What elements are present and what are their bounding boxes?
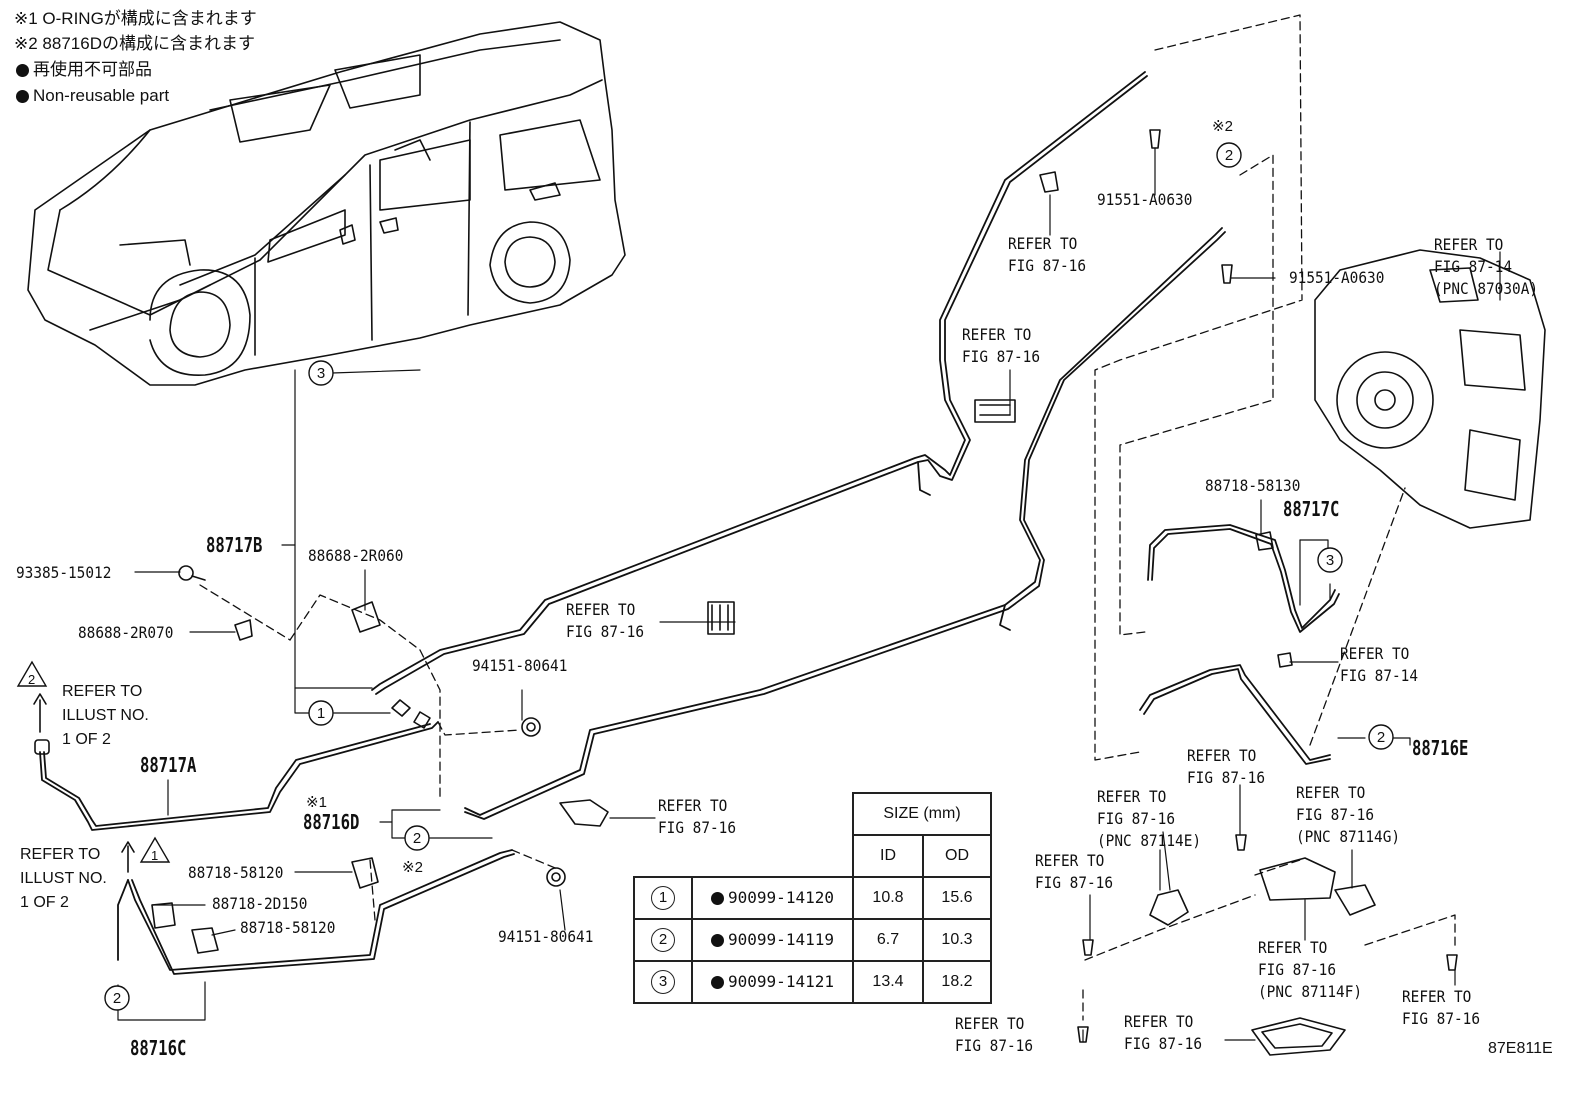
part-88718-58120-lower[interactable]: 88718-58120 [240, 918, 336, 937]
part-88688-2r060[interactable]: 88688-2R060 [308, 546, 404, 565]
row-part[interactable]: 90099-14121 [691, 960, 854, 1004]
callout-2-upper-right: 2 [1225, 147, 1233, 164]
part-88718-2d150[interactable]: 88718-2D150 [212, 894, 308, 913]
part-94151-80641-upper[interactable]: 94151-80641 [472, 656, 568, 675]
callout-3-top: 3 [317, 365, 325, 382]
part-88718-58130[interactable]: 88718-58130 [1205, 476, 1301, 495]
legend-en: Non-reusable part [16, 83, 169, 108]
non-reusable-icon [711, 892, 725, 906]
refer-fig-87-14-heater[interactable]: REFER TO FIG 87-14 (PNC 87030A) [1434, 235, 1539, 298]
refer-fig-87-16-bolt[interactable]: REFER TO FIG 87-16 [1187, 746, 1266, 787]
row-number: 2 [651, 928, 675, 952]
marker-ref1: ※1 [306, 794, 327, 811]
refer-fig-87-16-right-bolt[interactable]: REFER TO FIG 87-16 [1402, 987, 1481, 1028]
triangle-marker-1: 1 [151, 848, 158, 863]
table-row: 3 90099-14121 13.4 18.2 [633, 960, 992, 1004]
row-id: 10.8 [852, 876, 924, 920]
circle-callouts [104, 142, 1394, 1011]
part-91551-a0630-lower[interactable]: 91551-A0630 [1289, 268, 1385, 287]
callout-1: 1 [317, 705, 325, 722]
row-od: 10.3 [922, 918, 992, 962]
part-88716c[interactable]: 88716C [130, 1036, 187, 1060]
leader-lines [117, 147, 1501, 1043]
row-number: 3 [651, 970, 675, 994]
oring-size-table: SIZE (mm) ID OD 1 90099-14120 10.8 15.6 … [633, 792, 992, 1004]
refer-fig-87-16-seal[interactable]: REFER TO FIG 87-16 [1124, 1012, 1203, 1053]
refer-fig-87-14-bolt[interactable]: REFER TO FIG 87-14 [1340, 644, 1419, 685]
refer-fig-87-16-left-bolt[interactable]: REFER TO FIG 87-16 [1035, 851, 1114, 892]
triangle-markers [16, 660, 171, 863]
callout-2-center: 2 [413, 830, 421, 847]
bullet-icon [16, 64, 29, 78]
size-table-header: SIZE (mm) [852, 792, 992, 836]
part-88717a[interactable]: 88717A [140, 753, 197, 777]
row-number: 1 [651, 886, 675, 910]
part-88718-58120-upper[interactable]: 88718-58120 [188, 863, 284, 882]
row-od: 15.6 [922, 876, 992, 920]
marker-ref2-center: ※2 [402, 859, 423, 876]
refer-fig-87-16-87114g[interactable]: REFER TO FIG 87-16 (PNC 87114G) [1296, 783, 1401, 846]
marker-ref2-upper-right: ※2 [1212, 118, 1233, 135]
callout-2-right: 2 [1377, 729, 1385, 746]
size-table-col-od: OD [922, 834, 992, 878]
non-reusable-icon [711, 976, 725, 990]
refer-fig-87-16-mid[interactable]: REFER TO FIG 87-16 [566, 600, 645, 641]
refer-fig-87-16-87114f[interactable]: REFER TO FIG 87-16 (PNC 87114F) [1258, 938, 1363, 1001]
refer-fig-87-16-top[interactable]: REFER TO FIG 87-16 [1008, 234, 1087, 275]
note-oring: ※1 O-RINGが構成に含まれます [14, 9, 257, 28]
part-88716d[interactable]: 88716D [303, 810, 360, 834]
size-table-col-id: ID [852, 834, 924, 878]
illustration-id: 87E811E [1488, 1040, 1553, 1057]
table-row: 1 90099-14120 10.8 15.6 [633, 876, 992, 920]
refer-fig-87-16-bottom-bolt[interactable]: REFER TO FIG 87-16 [955, 1014, 1034, 1055]
refer-fig-87-16-lower-clip[interactable]: REFER TO FIG 87-16 [658, 796, 737, 837]
part-88717c[interactable]: 88717C [1283, 497, 1340, 521]
legend-jp: 再使用不可部品 [16, 57, 152, 82]
callout-3-right: 3 [1326, 552, 1334, 569]
pipes [39, 71, 1340, 975]
dashed-lines [199, 14, 1456, 1021]
non-reusable-icon [711, 934, 725, 948]
table-row: 2 90099-14119 6.7 10.3 [633, 918, 992, 962]
bullet-icon [16, 90, 29, 104]
refer-illust-bottom[interactable]: REFER TO ILLUST NO. 1 OF 2 [20, 846, 107, 911]
part-88716e[interactable]: 88716E [1412, 736, 1469, 760]
part-94151-80641-lower[interactable]: 94151-80641 [498, 927, 594, 946]
note-88716d: ※2 88716Dの構成に含まれます [14, 34, 255, 53]
part-88717b[interactable]: 88717B [206, 533, 263, 557]
refer-illust-top[interactable]: REFER TO ILLUST NO. 1 OF 2 [62, 683, 149, 748]
vehicle-illustration [27, 21, 626, 386]
row-part[interactable]: 90099-14119 [691, 918, 854, 962]
part-91551-a0630-upper[interactable]: 91551-A0630 [1097, 190, 1193, 209]
row-part[interactable]: 90099-14120 [691, 876, 854, 920]
part-93385-15012[interactable]: 93385-15012 [16, 563, 112, 582]
part-88688-2r070[interactable]: 88688-2R070 [78, 623, 174, 642]
callout-2-bottom: 2 [113, 990, 121, 1007]
row-od: 18.2 [922, 960, 992, 1004]
triangle-marker-2: 2 [28, 672, 35, 687]
small-parts [33, 129, 1546, 1056]
row-id: 13.4 [852, 960, 924, 1004]
row-id: 6.7 [852, 918, 924, 962]
refer-fig-87-16-87114e[interactable]: REFER TO FIG 87-16 (PNC 87114E) [1097, 787, 1202, 850]
refer-fig-87-16-clip[interactable]: REFER TO FIG 87-16 [962, 325, 1041, 366]
